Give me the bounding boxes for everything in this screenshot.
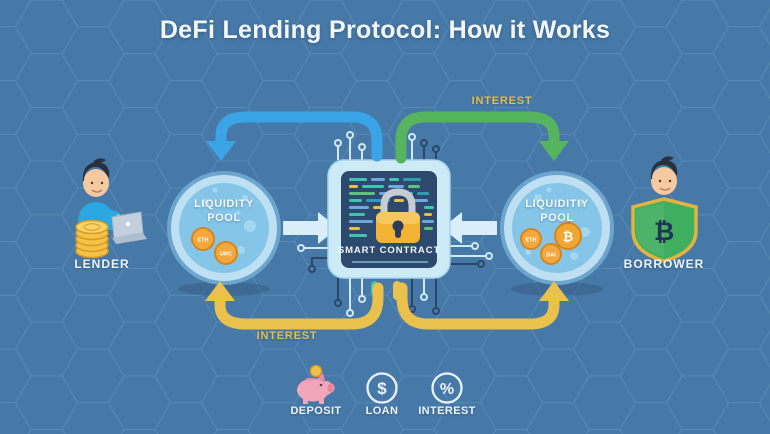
bottom-right-yellow-arrow (396, 281, 569, 330)
shield-icon: ₿ (631, 197, 698, 263)
borrower-figure: ₿ (631, 156, 698, 263)
lender-figure (75, 158, 147, 259)
legend-loan-label: LOAN (365, 405, 399, 417)
pool-bubbles (525, 187, 590, 260)
lender-label: LENDER (74, 257, 130, 271)
piggy-bank-icon (297, 364, 335, 404)
coin-stack-icon (75, 219, 109, 259)
smart-contract-label: SMART CONTRACT (337, 245, 441, 256)
coin-dai-right: DAI (540, 243, 562, 265)
percent-circle-icon: % (431, 372, 463, 404)
coin-btc-right: ₿ (554, 222, 582, 250)
code-lines (349, 178, 434, 237)
borrower-label: BORROWER (623, 257, 705, 271)
right-pool-label-line1: LIQUIDITIY (525, 198, 589, 210)
svg-text:ETH: ETH (526, 238, 537, 244)
svg-text:URC: URC (220, 252, 232, 258)
left-pool-label: LIQUIDITY POOL (169, 197, 279, 225)
svg-text:DAI: DAI (546, 253, 556, 259)
svg-text:₿: ₿ (563, 229, 574, 244)
dollar-circle-icon: $ (366, 372, 398, 404)
left-liquidity-pool: ETH URC (167, 171, 281, 285)
coin-eth-left: ETH (191, 227, 215, 251)
legend-interest-label: INTEREST (418, 405, 476, 417)
right-liquidity-pool: ETH ₿ DAI (500, 171, 614, 285)
legend-deposit-label: DEPOSIT (290, 405, 342, 417)
svg-text:%: % (440, 381, 454, 398)
svg-text:ETH: ETH (198, 238, 209, 244)
right-pool-label: LIQUIDITIY POOL (502, 197, 612, 225)
top-blue-arrow (206, 111, 383, 162)
padlock-icon (376, 188, 420, 243)
top-green-interest-arrow (395, 111, 569, 164)
svg-text:₿: ₿ (654, 218, 674, 246)
right-pool-label-line2: POOL (540, 212, 574, 224)
coin-eth-right: ETH (520, 228, 542, 250)
bottom-left-yellow-arrow (205, 281, 384, 330)
left-pool-label-line1: LIQUIDITY (194, 198, 254, 210)
laptop-icon (111, 211, 147, 244)
left-pool-label-line2: POOL (207, 212, 241, 224)
svg-text:$: $ (377, 379, 387, 398)
page-title: DeFi Lending Protocol: How it Works (159, 16, 611, 44)
smart-contract-chip (327, 159, 451, 279)
bottom-interest-label: INTEREST (256, 330, 318, 342)
top-interest-label: INTEREST (471, 95, 533, 107)
collateral-to-contract-arrow (442, 212, 497, 244)
coin-urc-left: URC (214, 241, 238, 265)
